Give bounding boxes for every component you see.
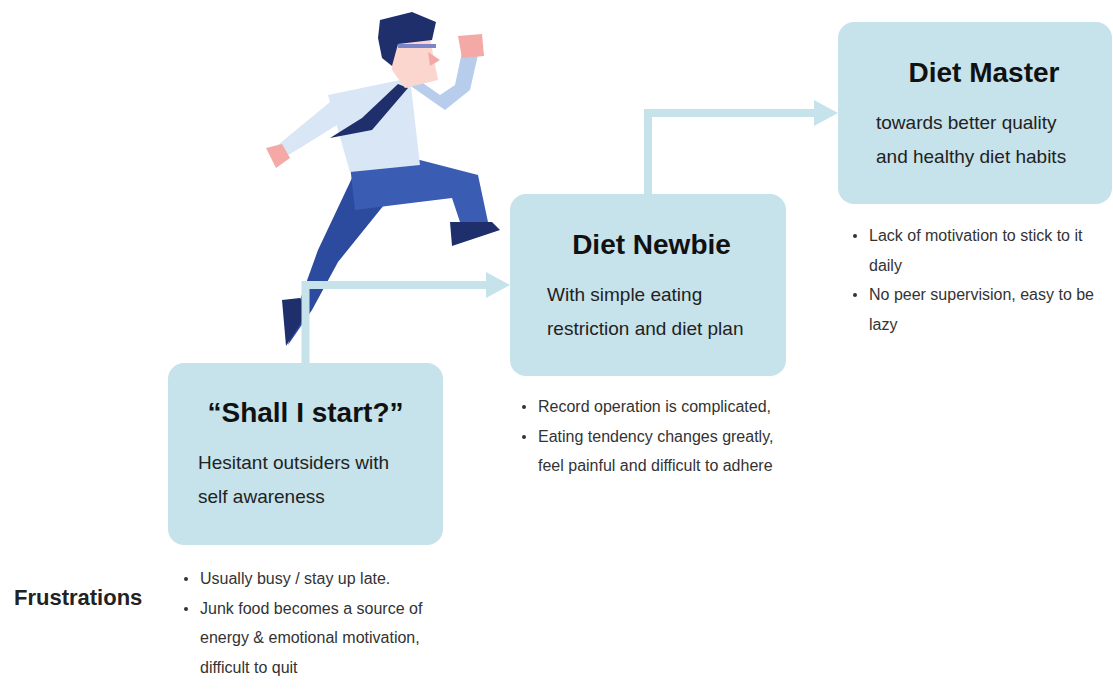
stage-title: “Shall I start?” — [198, 396, 413, 430]
bullet-dot — [522, 405, 526, 409]
stage-box: “Shall I start?” Hesitant outsiders with … — [168, 363, 443, 545]
arrow-head — [814, 100, 838, 126]
step-arrow — [306, 272, 511, 363]
frustration-item: Record operation is complicated, — [538, 392, 803, 422]
connector-line — [648, 113, 816, 194]
stage-title: Diet Newbie — [547, 228, 756, 262]
bullet-dot — [853, 293, 857, 297]
bullet-dot — [184, 607, 188, 611]
frustration-item: Junk food becomes a source of energy & e… — [200, 594, 440, 683]
stage-box: Diet Master towards better quality and he… — [838, 22, 1112, 204]
bullet-dot — [522, 435, 526, 439]
connector-line — [306, 285, 489, 363]
row-heading: Frustrations — [14, 584, 164, 612]
item-text: Junk food becomes a source of energy & e… — [200, 594, 440, 683]
stage-description: towards better quality and healthy diet … — [876, 106, 1092, 174]
step-arrow — [648, 100, 838, 194]
stage-box: Diet NewbieWith simple eating restrictio… — [510, 194, 786, 376]
item-text: Lack of motivation to stick to it daily — [869, 221, 1101, 280]
bullet-dot — [184, 577, 188, 581]
stage-description: With simple eating restriction and diet … — [547, 278, 756, 346]
frustration-item: Lack of motivation to stick to it daily — [869, 221, 1101, 280]
stage-title: Diet Master — [876, 56, 1092, 90]
item-text: Usually busy / stay up late. — [200, 564, 440, 594]
bullet-dot — [853, 234, 857, 238]
frustration-item: No peer supervision, easy to be lazy — [869, 280, 1101, 339]
stage-description: Hesitant outsiders with self awareness — [198, 446, 413, 514]
item-text: Record operation is complicated, — [538, 392, 803, 422]
frustration-item: Eating tendency changes greatly, feel pa… — [538, 422, 803, 481]
item-text: Eating tendency changes greatly, feel pa… — [538, 422, 803, 481]
arrow-head — [486, 272, 510, 298]
frustration-item: Usually busy / stay up late. — [200, 564, 440, 594]
heading-text: Frustrations — [14, 584, 164, 612]
item-text: No peer supervision, easy to be lazy — [869, 280, 1101, 339]
